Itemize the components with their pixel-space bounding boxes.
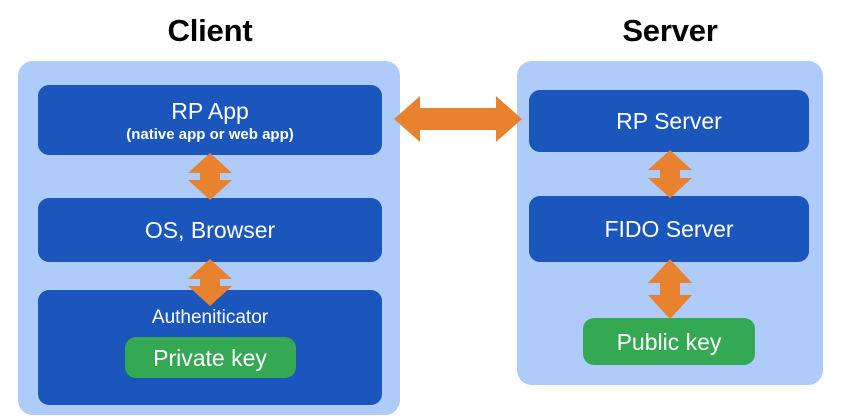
rp-app-label: RP App bbox=[171, 97, 249, 124]
bidirectional-vertical-arrow-icon bbox=[178, 259, 242, 306]
fido-server-box: FIDO Server bbox=[529, 196, 809, 262]
rp-server-box: RP Server bbox=[529, 90, 809, 152]
authenticator-label: Autheniticator bbox=[151, 307, 269, 328]
bidirectional-vertical-arrow-icon bbox=[638, 150, 702, 198]
rp-app-sublabel: (native app or web app) bbox=[126, 125, 294, 143]
public-key-chip: Public key bbox=[583, 318, 755, 365]
bidirectional-vertical-arrow-icon bbox=[178, 153, 242, 200]
fido-server-label: FIDO Server bbox=[604, 216, 734, 242]
server-section-title: Server bbox=[622, 13, 718, 48]
os-browser-box: OS, Browser bbox=[38, 198, 382, 262]
rp-server-label: RP Server bbox=[616, 108, 722, 134]
bidirectional-horizontal-arrow-icon bbox=[394, 96, 522, 142]
authenticator-box: Autheniticator Private key bbox=[38, 290, 382, 405]
client-section-title: Client bbox=[167, 13, 253, 48]
os-browser-label: OS, Browser bbox=[144, 217, 276, 243]
private-key-chip: Private key bbox=[124, 337, 296, 378]
rp-app-box: RP App (native app or web app) bbox=[38, 85, 382, 155]
bidirectional-vertical-arrow-icon bbox=[638, 259, 702, 319]
